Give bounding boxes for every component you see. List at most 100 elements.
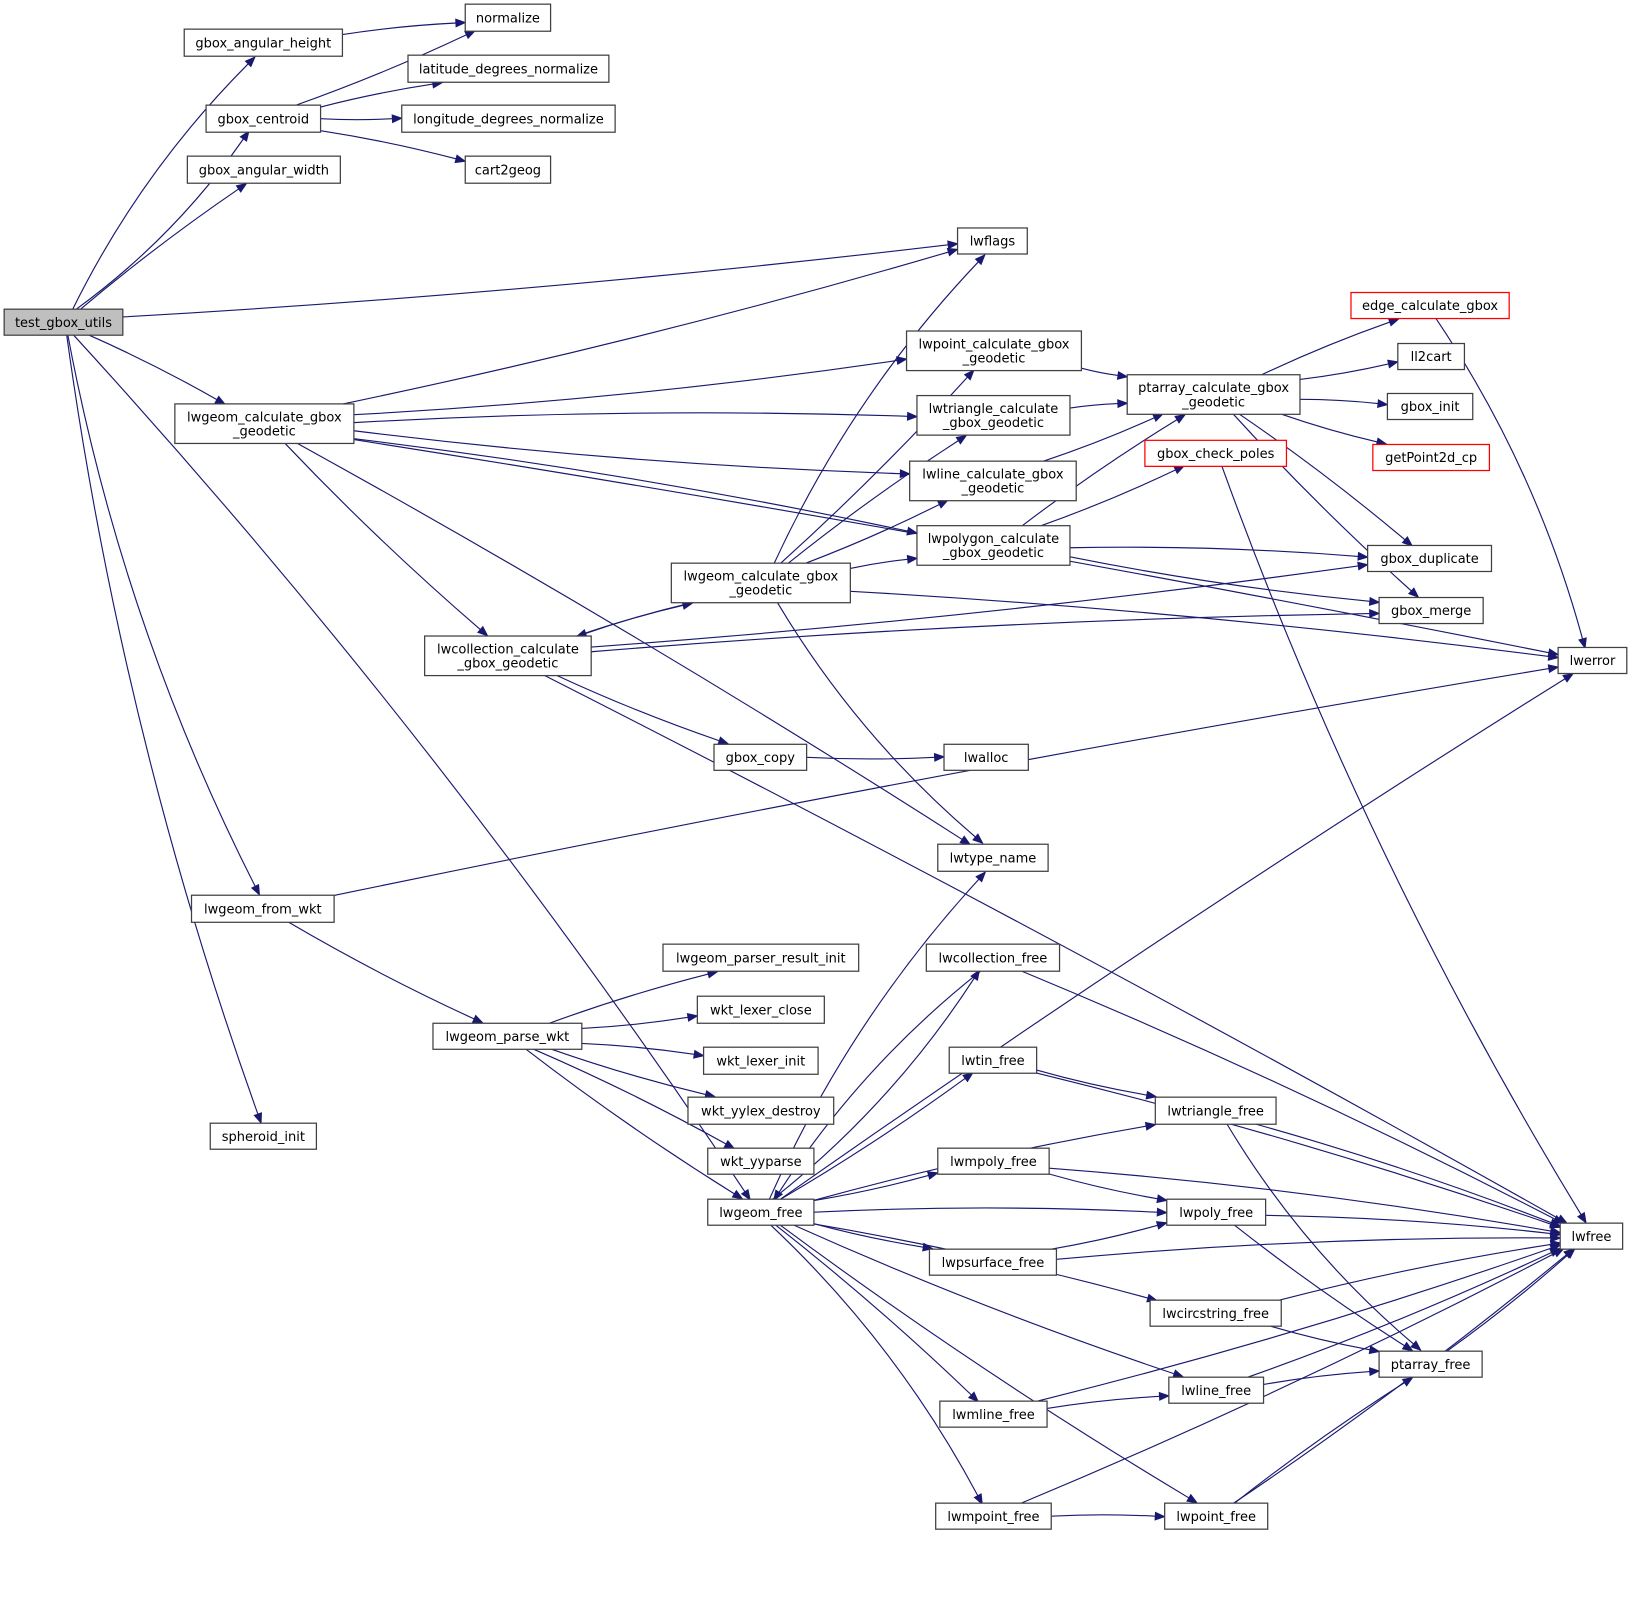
node-box[interactable]	[662, 943, 860, 972]
node-box[interactable]	[1144, 439, 1288, 467]
node-box[interactable]	[464, 3, 552, 32]
node-wkt-lexer-close[interactable]: wkt_lexer_close	[696, 995, 825, 1024]
node-edge-calculate-gbox[interactable]: edge_calculate_gbox	[1350, 291, 1510, 320]
node-lwtriangle-free[interactable]: lwtriangle_free	[1154, 1096, 1277, 1125]
node-box[interactable]	[1397, 342, 1466, 371]
node-box[interactable]	[928, 1248, 1058, 1276]
node-box[interactable]	[3, 308, 124, 336]
node-getpoint2d-cp[interactable]: getPoint2d_cp	[1372, 443, 1491, 472]
node-lwcollection-calculate-gbox-geodetic[interactable]: lwcollection_calculate_gbox_geodetic	[424, 635, 592, 677]
node-box[interactable]	[1350, 291, 1510, 320]
node-box[interactable]	[937, 843, 1049, 872]
node-cart2geog[interactable]: cart2geog	[464, 155, 552, 184]
node-box[interactable]	[707, 1198, 815, 1226]
node-lwpsurface-free[interactable]: lwpsurface_free	[928, 1248, 1058, 1276]
node-box[interactable]	[916, 394, 1071, 436]
node-lwgeom-calculate-gbox-geodetic-b[interactable]: lwgeom_calculate_gbox_geodetic	[670, 562, 851, 604]
node-ptarray-free[interactable]: ptarray_free	[1378, 1350, 1483, 1378]
node-box[interactable]	[909, 460, 1077, 502]
node-gbox-merge[interactable]: gbox_merge	[1378, 596, 1484, 625]
node-lwpoint-free[interactable]: lwpoint_free	[1164, 1502, 1269, 1530]
node-box[interactable]	[407, 54, 610, 83]
node-box[interactable]	[190, 894, 335, 923]
node-latitude-degrees-normalize[interactable]: latitude_degrees_normalize	[407, 54, 610, 83]
node-lwcircstring-free[interactable]: lwcircstring_free	[1149, 1299, 1282, 1327]
node-box[interactable]	[1378, 596, 1484, 625]
node-lwpoint-calculate-gbox-geodetic[interactable]: lwpoint_calculate_gbox_geodetic	[905, 330, 1083, 372]
node-box[interactable]	[916, 525, 1071, 566]
node-lwline-calculate-gbox-geodetic[interactable]: lwline_calculate_gbox_geodetic	[909, 460, 1077, 502]
node-box[interactable]	[174, 403, 355, 445]
node-box[interactable]	[935, 1502, 1052, 1530]
node-box[interactable]	[905, 330, 1083, 372]
node-lwline-free[interactable]: lwline_free	[1168, 1376, 1265, 1404]
node-box[interactable]	[186, 155, 341, 184]
node-lwpolygon-calculate-gbox-geodetic[interactable]: lwpolygon_calculate_gbox_geodetic	[916, 525, 1071, 566]
node-box[interactable]	[937, 1147, 1050, 1175]
node-wkt-yyparse[interactable]: wkt_yyparse	[707, 1147, 815, 1175]
node-lwalloc[interactable]: lwalloc	[943, 743, 1029, 771]
node-lwmpoly-free[interactable]: lwmpoly_free	[937, 1147, 1050, 1175]
node-box[interactable]	[1378, 1350, 1483, 1378]
node-box[interactable]	[1559, 1222, 1624, 1250]
node-lwmpoint-free[interactable]: lwmpoint_free	[935, 1502, 1052, 1530]
node-box[interactable]	[1367, 544, 1493, 573]
node-lwpoly-free[interactable]: lwpoly_free	[1166, 1198, 1267, 1226]
node-box[interactable]	[1386, 392, 1474, 421]
node-test-gbox-utils[interactable]: test_gbox_utils	[3, 308, 124, 336]
node-gbox-centroid[interactable]: gbox_centroid	[205, 104, 322, 133]
node-lwcollection-free[interactable]: lwcollection_free	[925, 943, 1061, 972]
node-lwflags[interactable]: lwflags	[956, 227, 1028, 255]
node-box[interactable]	[401, 104, 616, 133]
node-lwerror[interactable]: lwerror	[1557, 646, 1628, 675]
node-box[interactable]	[707, 1147, 815, 1175]
node-gbox-duplicate[interactable]: gbox_duplicate	[1367, 544, 1493, 573]
node-box[interactable]	[464, 155, 552, 184]
node-box[interactable]	[1164, 1502, 1269, 1530]
node-gbox-angular-height[interactable]: gbox_angular_height	[183, 28, 344, 57]
node-gbox-check-poles[interactable]: gbox_check_poles	[1144, 439, 1288, 467]
node-box[interactable]	[183, 28, 344, 57]
node-lwgeom-calculate-gbox-geodetic-a[interactable]: lwgeom_calculate_gbox_geodetic	[174, 403, 355, 445]
node-ptarray-calculate-gbox-geodetic[interactable]: ptarray_calculate_gbox_geodetic	[1126, 374, 1301, 415]
node-box[interactable]	[1168, 1376, 1265, 1404]
node-box[interactable]	[670, 562, 851, 604]
node-gbox-copy[interactable]: gbox_copy	[713, 743, 808, 771]
node-box[interactable]	[1166, 1198, 1267, 1226]
node-box[interactable]	[209, 1122, 318, 1150]
node-lwtriangle-calculate-gbox-geodetic[interactable]: lwtriangle_calculate_gbox_geodetic	[916, 394, 1071, 436]
node-lwgeom-from-wkt[interactable]: lwgeom_from_wkt	[190, 894, 335, 923]
node-box[interactable]	[1154, 1096, 1277, 1125]
node-spheroid-init[interactable]: spheroid_init	[209, 1122, 318, 1150]
node-ll2cart[interactable]: ll2cart	[1397, 342, 1466, 371]
node-box[interactable]	[1149, 1299, 1282, 1327]
node-box[interactable]	[948, 1046, 1038, 1074]
node-box[interactable]	[1557, 646, 1628, 675]
node-lwtin-free[interactable]: lwtin_free	[948, 1046, 1038, 1074]
node-box[interactable]	[713, 743, 808, 771]
node-gbox-angular-width[interactable]: gbox_angular_width	[186, 155, 341, 184]
node-longitude-degrees-normalize[interactable]: longitude_degrees_normalize	[401, 104, 616, 133]
node-lwgeom-parser-result-init[interactable]: lwgeom_parser_result_init	[662, 943, 860, 972]
node-box[interactable]	[1372, 443, 1491, 472]
node-box[interactable]	[687, 1096, 835, 1125]
node-box[interactable]	[939, 1400, 1048, 1428]
node-box[interactable]	[432, 1022, 583, 1050]
node-lwtype-name[interactable]: lwtype_name	[937, 843, 1049, 872]
node-lwfree[interactable]: lwfree	[1559, 1222, 1624, 1250]
node-box[interactable]	[702, 1046, 819, 1075]
node-wkt-yylex-destroy[interactable]: wkt_yylex_destroy	[687, 1096, 835, 1125]
node-box[interactable]	[696, 995, 825, 1024]
node-lwgeom-free[interactable]: lwgeom_free	[707, 1198, 815, 1226]
node-box[interactable]	[1126, 374, 1301, 415]
node-box[interactable]	[205, 104, 322, 133]
node-lwgeom-parse-wkt[interactable]: lwgeom_parse_wkt	[432, 1022, 583, 1050]
node-box[interactable]	[424, 635, 592, 677]
node-box[interactable]	[925, 943, 1061, 972]
node-normalize[interactable]: normalize	[464, 3, 552, 32]
node-box[interactable]	[943, 743, 1029, 771]
node-wkt-lexer-init[interactable]: wkt_lexer_init	[702, 1046, 819, 1075]
node-lwmline-free[interactable]: lwmline_free	[939, 1400, 1048, 1428]
node-gbox-init[interactable]: gbox_init	[1386, 392, 1474, 421]
node-box[interactable]	[956, 227, 1028, 255]
